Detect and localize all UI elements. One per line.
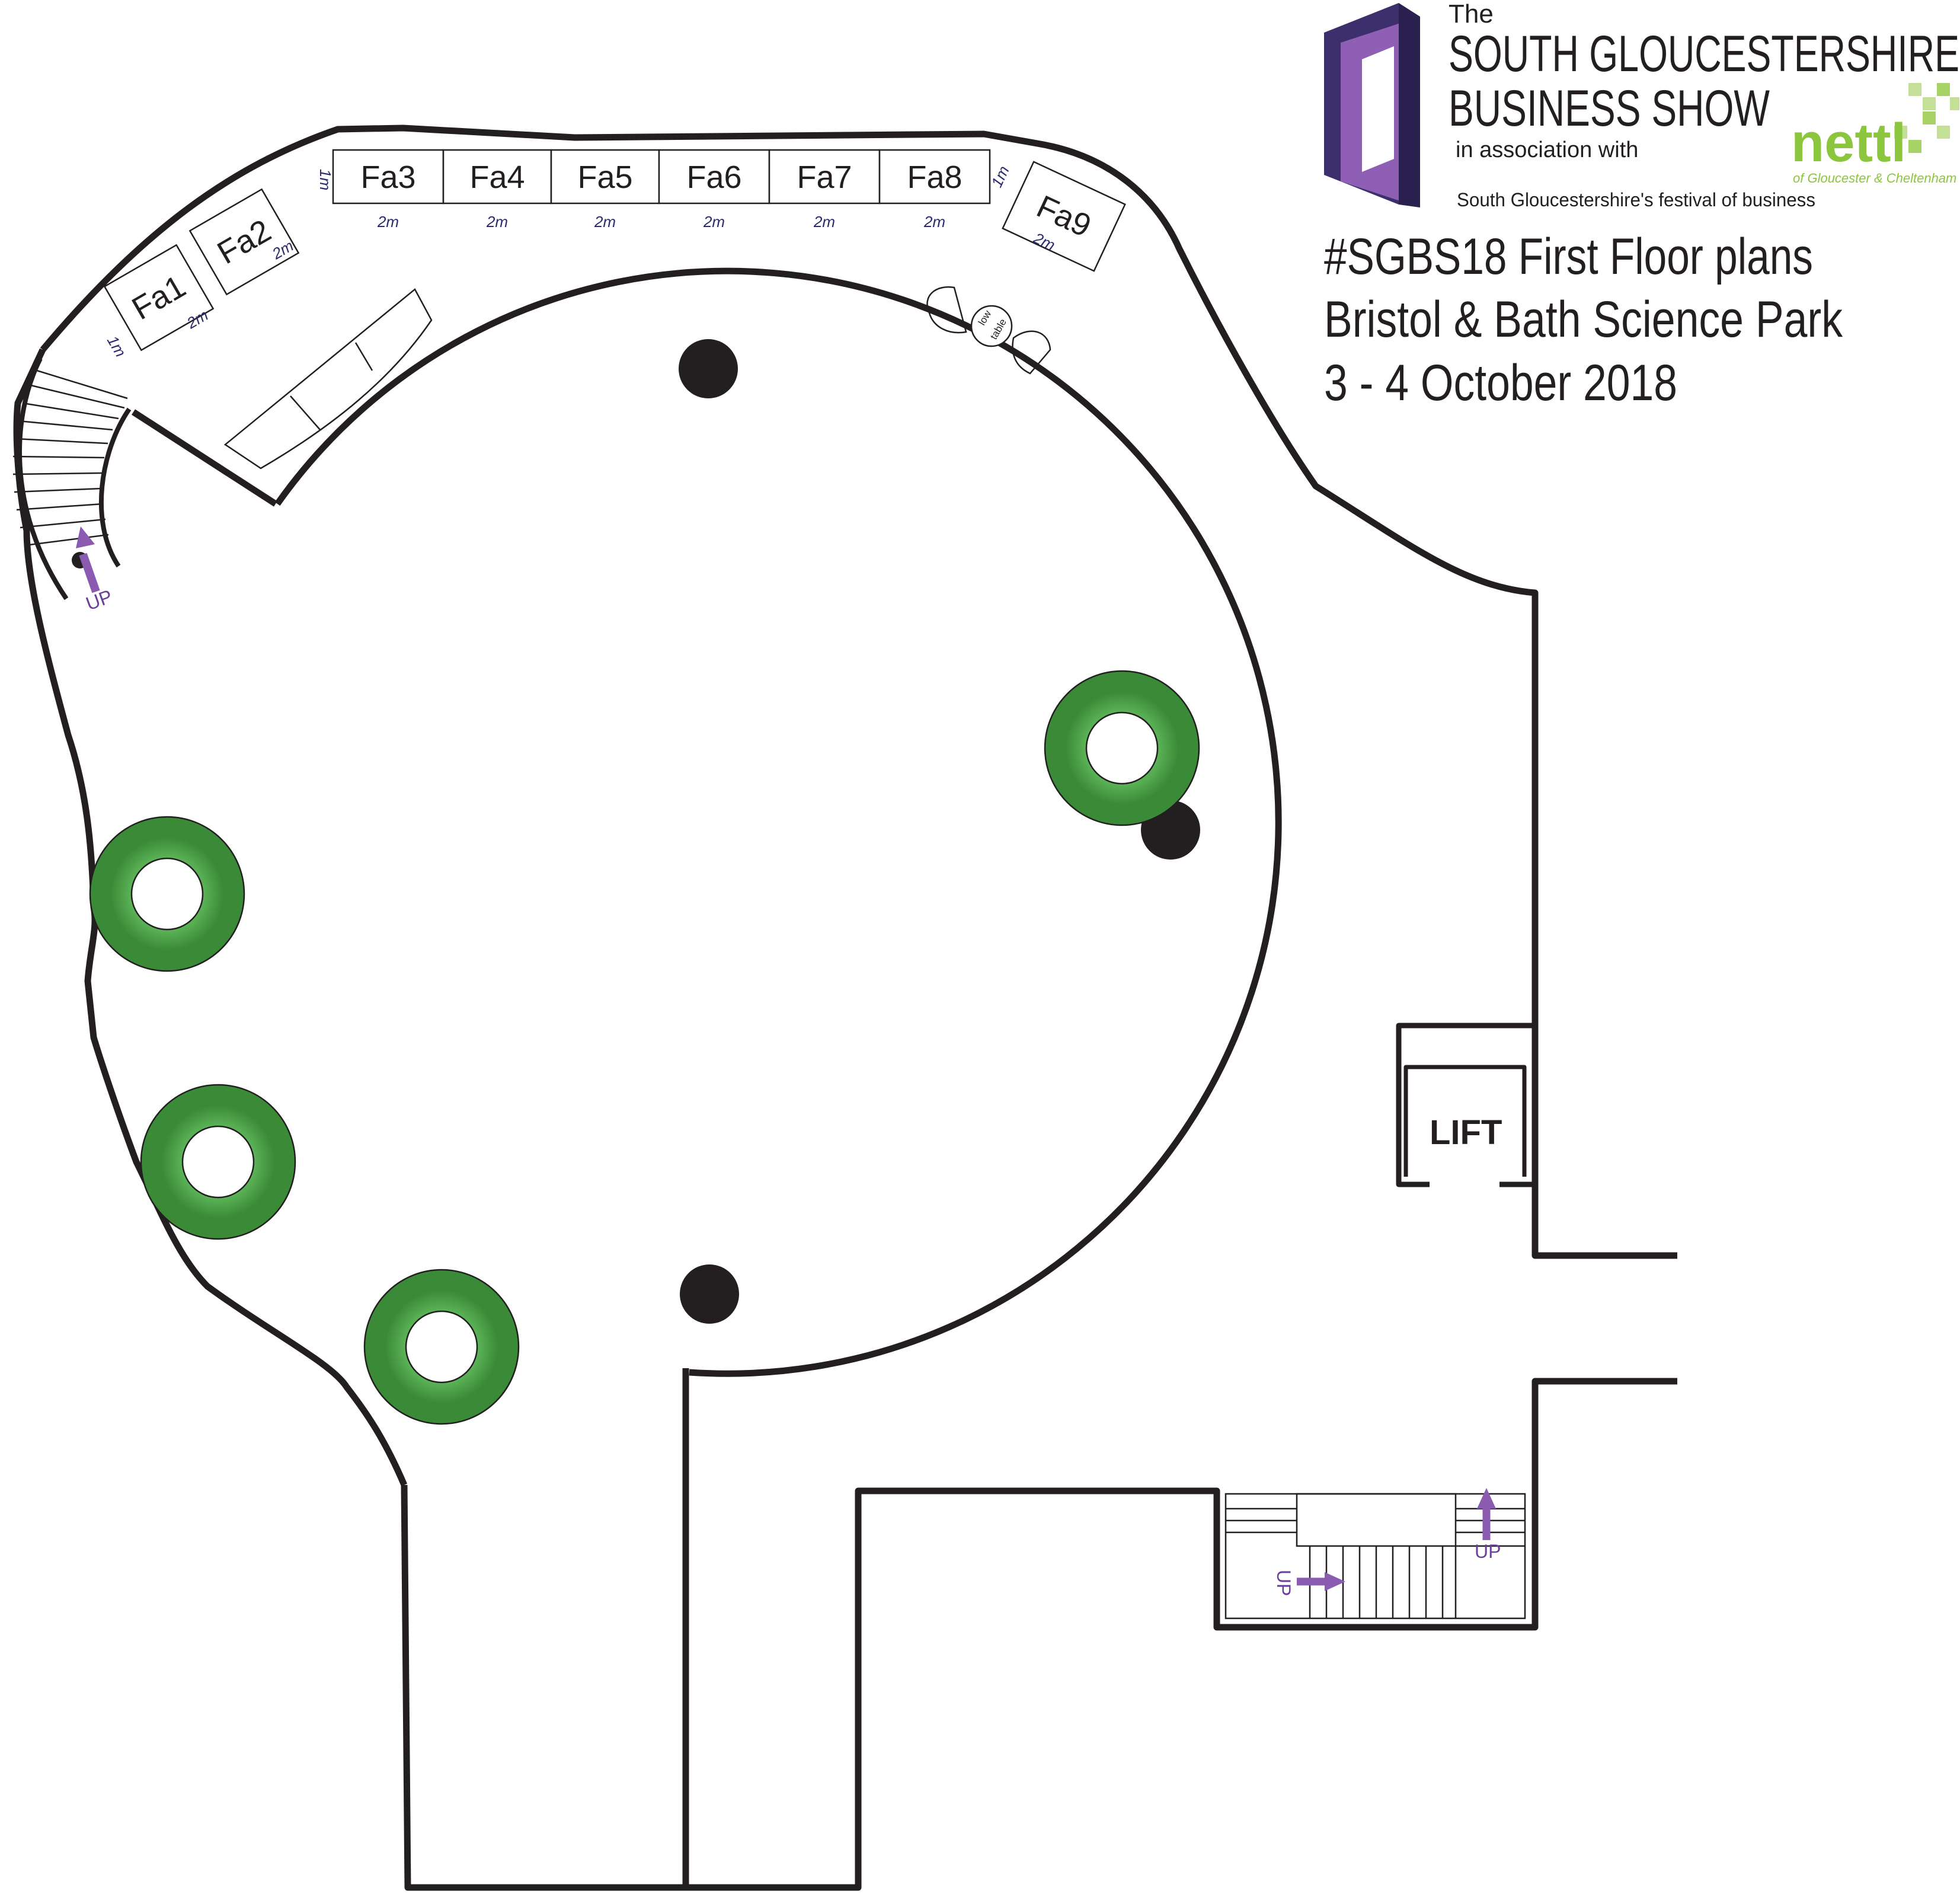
plan-venue: Bristol & Bath Science Park: [1324, 291, 1843, 348]
planters: [89, 670, 1200, 1425]
stand-fa3[interactable]: Fa3: [332, 149, 445, 205]
svg-text:Fa3: Fa3: [360, 159, 415, 195]
stand-fa4-width: 2m: [486, 213, 508, 231]
stand-fa2[interactable]: Fa2: [188, 188, 300, 296]
staircase-icon: UP UP: [1224, 1488, 1526, 1620]
stand-fa4[interactable]: Fa4: [442, 149, 552, 205]
stand-fa8[interactable]: Fa8: [878, 149, 991, 205]
atrium-wall: [274, 267, 1282, 1377]
pillar-icon: [679, 339, 738, 398]
stand-fa3-width: 2m: [377, 213, 399, 231]
sponsor-name: nettl: [1791, 113, 1906, 173]
plan-dates: 3 - 4 October 2018: [1324, 354, 1677, 411]
outer-wall-west: [13, 348, 408, 1487]
planter-icon: [89, 816, 245, 972]
show-title-line2: BUSINESS SHOW: [1449, 80, 1770, 137]
show-title-line1: SOUTH GLOUCESTERSHIRE: [1449, 25, 1959, 82]
outer-wall-south-east: [401, 1378, 1677, 1891]
stand-fa6-width: 2m: [703, 213, 725, 231]
logo-the: The: [1449, 0, 1494, 28]
chair-icon: [1012, 330, 1051, 375]
sponsor-sub: of Gloucester & Cheltenham: [1793, 171, 1956, 186]
stair-up-label: UP: [1475, 1541, 1501, 1562]
outer-wall-north-east: [40, 124, 1677, 1259]
logo-tagline: South Gloucestershire's festival of busi…: [1457, 189, 1815, 210]
svg-text:Fa8: Fa8: [907, 159, 962, 195]
pillar-icon: [680, 1264, 739, 1324]
stair-up-label: UP: [1273, 1570, 1294, 1596]
seating-area: low table: [926, 286, 1051, 375]
stair-up-label: UP: [83, 586, 115, 615]
low-table: [970, 305, 1013, 347]
up-arrow-icon: [76, 526, 100, 593]
lift-label: LIFT: [1430, 1113, 1502, 1152]
stand-fa9[interactable]: Fa9: [1002, 161, 1126, 272]
planter-icon: [140, 1084, 296, 1240]
stand-fa1[interactable]: Fa1: [103, 244, 215, 352]
stand-fa9-depth: 1m: [987, 163, 1012, 190]
lift-icon: LIFT: [1396, 1023, 1535, 1187]
show-logo: [1324, 3, 1420, 207]
up-arrow-icon: [1297, 1572, 1345, 1591]
stand-fa3-depth: 1m: [316, 169, 334, 190]
stair-landing-wall: [132, 409, 277, 507]
chair-icon: [926, 286, 967, 334]
building-walls: [13, 124, 1677, 1891]
stand-fa1-depth: 1m: [104, 333, 130, 360]
planter-icon: [1044, 670, 1200, 826]
plan-title: #SGBS18 First Floor plans: [1324, 228, 1813, 285]
svg-text:Fa6: Fa6: [686, 159, 741, 195]
svg-text:Fa5: Fa5: [577, 159, 632, 195]
logo-association: in association with: [1456, 138, 1638, 162]
planter-icon: [363, 1269, 520, 1425]
stand-fa7[interactable]: Fa7: [768, 149, 881, 205]
stand-fa5[interactable]: Fa5: [550, 149, 660, 205]
stand-fa7-width: 2m: [813, 213, 835, 231]
sponsor-logo: nettl of Gloucester & Cheltenham: [1791, 83, 1959, 186]
bench: [223, 288, 433, 469]
stand-fa6[interactable]: Fa6: [658, 149, 770, 205]
svg-text:Fa7: Fa7: [797, 159, 852, 195]
stand-fa8-width: 2m: [923, 213, 945, 231]
svg-text:Fa4: Fa4: [469, 159, 525, 195]
stand-fa5-width: 2m: [594, 213, 616, 231]
up-arrow-icon: [1477, 1488, 1496, 1540]
